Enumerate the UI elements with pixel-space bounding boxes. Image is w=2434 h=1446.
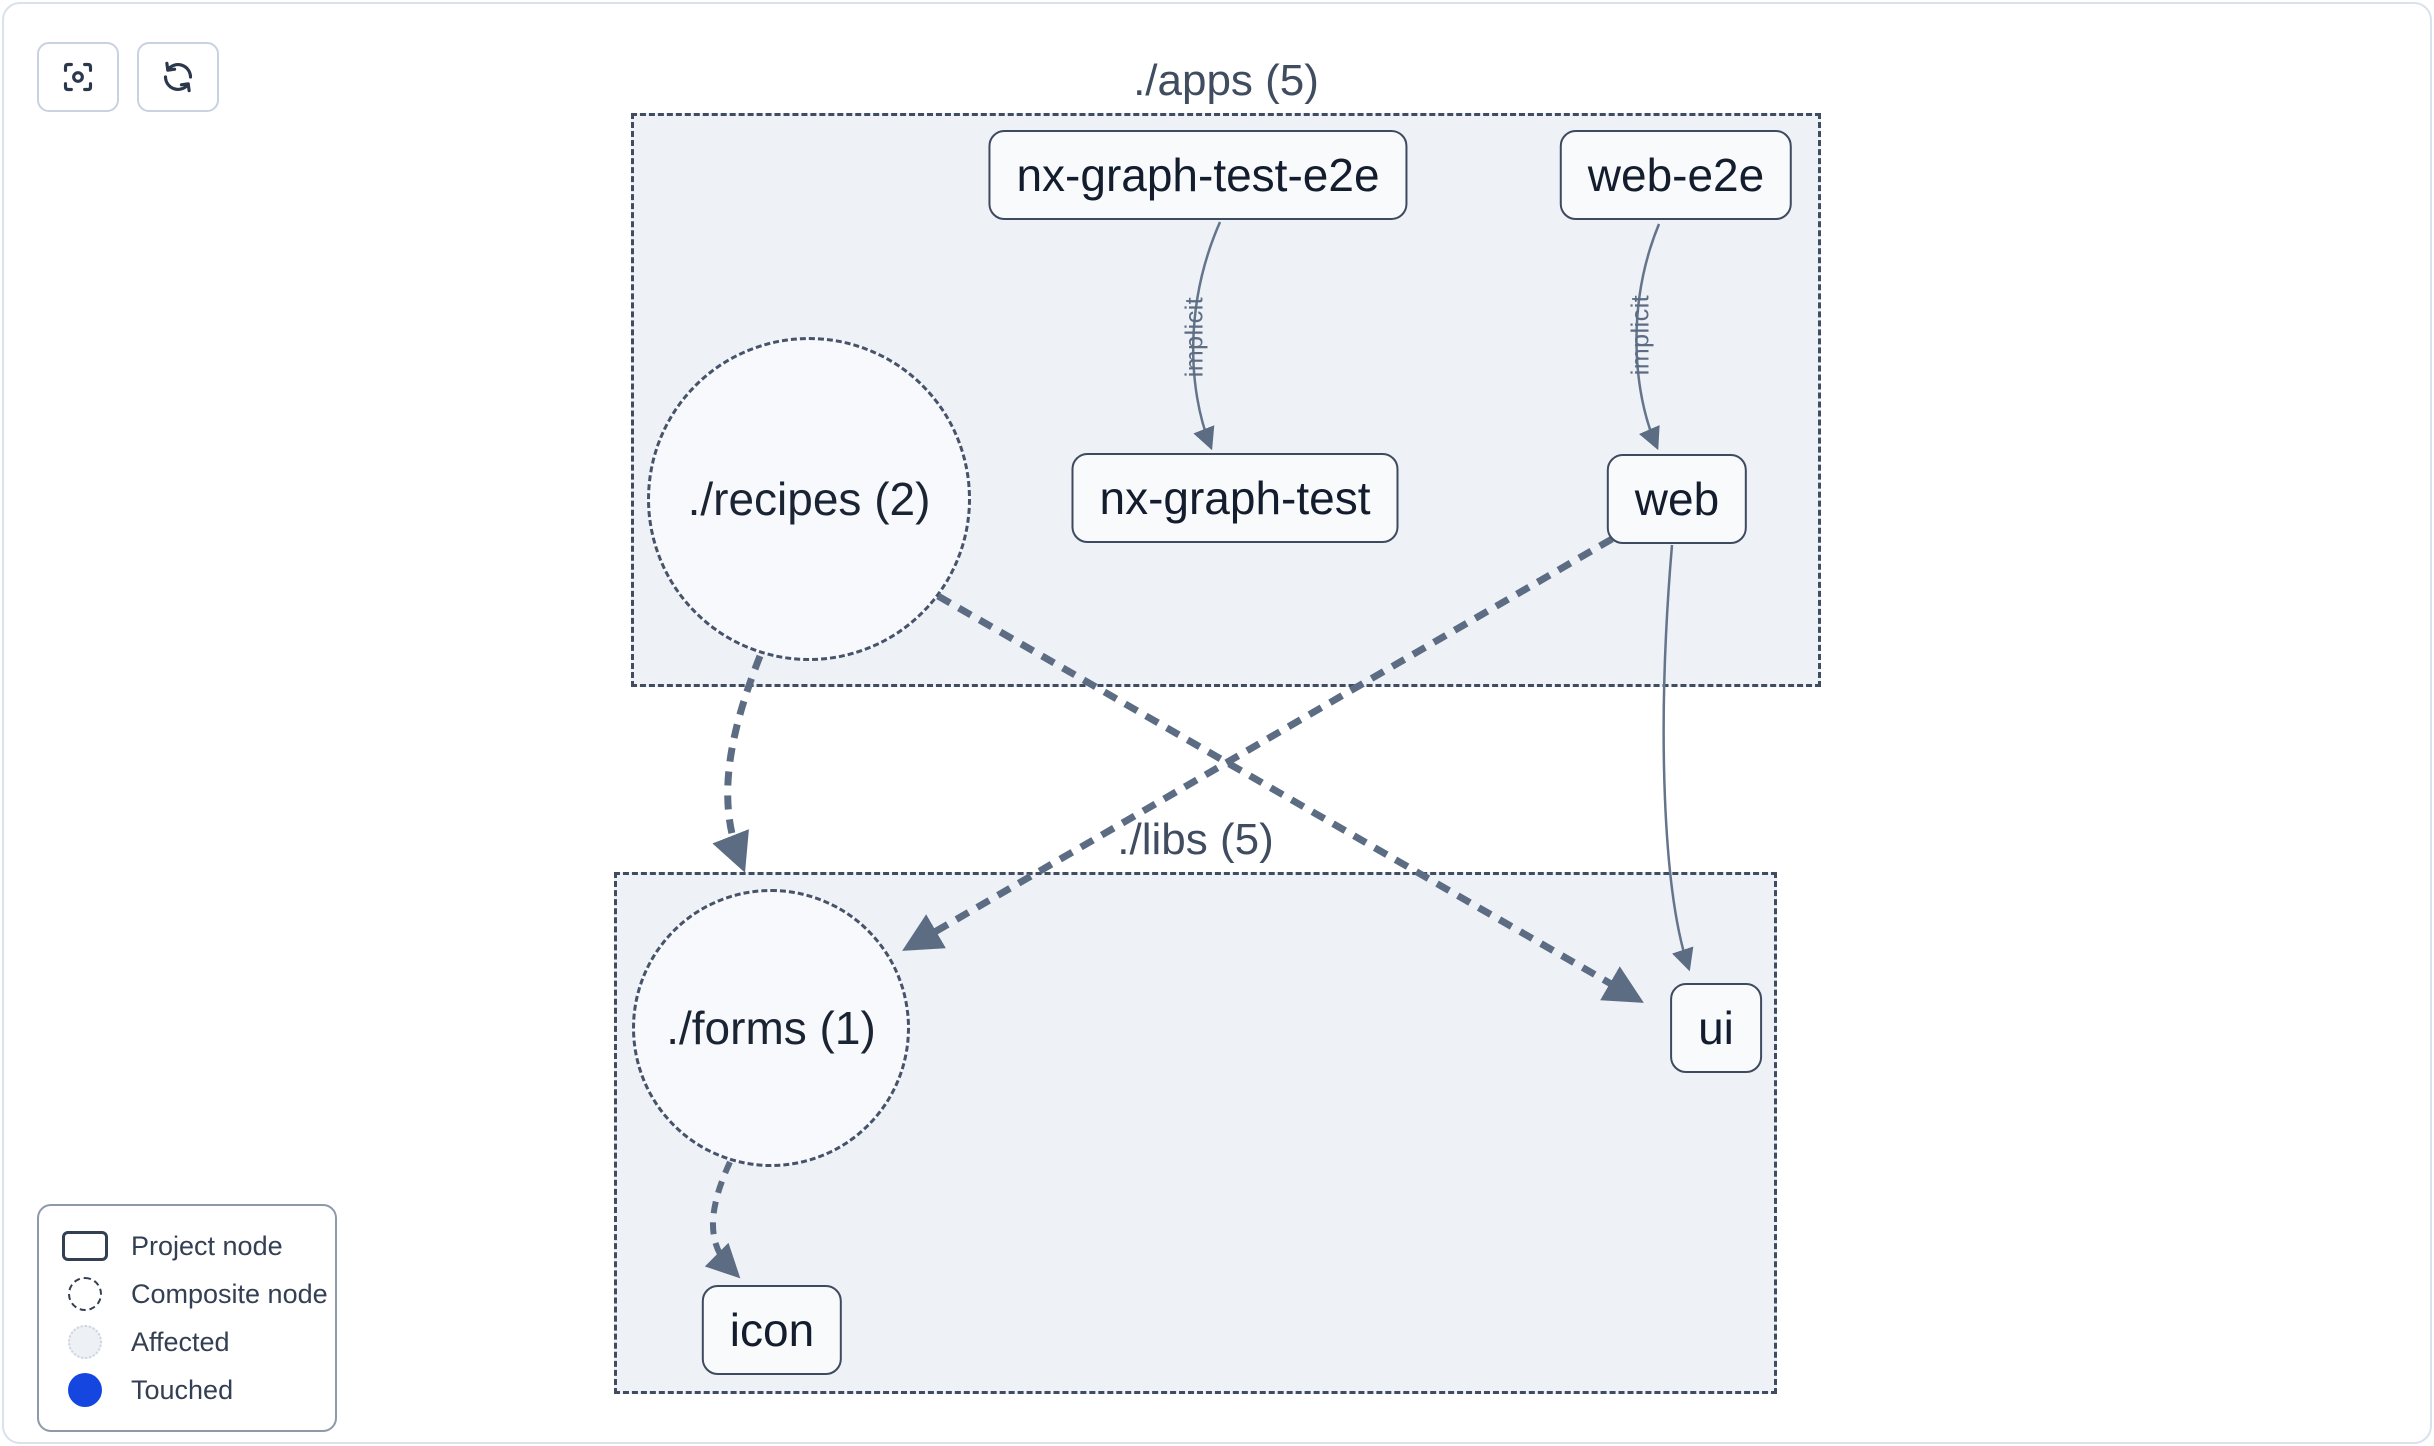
edge-recipes-to-ui[interactable]	[936, 592, 1644, 1003]
legend-item-composite-node: Composite node	[39, 1270, 335, 1318]
edge-forms-to-icon[interactable]	[704, 1160, 741, 1279]
edge-label-implicit-1: implicit	[1180, 296, 1209, 378]
project-node-nx-graph-test-e2e-label: nx-graph-test-e2e	[1016, 149, 1380, 201]
composite-node-forms-label: ./forms (1)	[666, 1002, 876, 1054]
edges-layer	[704, 221, 1694, 1279]
group-apps-title: ./apps (5)	[1133, 56, 1319, 105]
legend-panel: Project node Composite node Affected Tou…	[37, 1204, 337, 1432]
group-libs-title: ./libs (5)	[1117, 815, 1274, 864]
edge-web-to-forms[interactable]	[902, 535, 1614, 951]
legend-label-project-node: Project node	[131, 1230, 283, 1261]
refresh-graph-button[interactable]	[137, 42, 219, 112]
project-node-legend-icon	[62, 1231, 108, 1261]
edge-recipes-to-forms[interactable]	[712, 654, 764, 873]
center-graph-button[interactable]	[37, 42, 119, 112]
project-node-nx-graph-test-e2e[interactable]: nx-graph-test-e2e	[988, 130, 1408, 220]
affected-legend-icon	[68, 1325, 102, 1359]
project-node-ui-label: ui	[1698, 1002, 1734, 1054]
edge-nx-graph-test-e2e-to-nx-graph-test[interactable]	[1192, 221, 1222, 451]
project-node-web-e2e-label: web-e2e	[1587, 149, 1765, 201]
composite-node-forms[interactable]: ./forms (1)	[632, 889, 910, 1167]
edge-web-to-ui[interactable]	[1662, 544, 1694, 972]
composite-node-recipes[interactable]: ./recipes (2)	[647, 337, 971, 661]
legend-label-composite-node: Composite node	[131, 1278, 328, 1309]
touched-legend-icon	[68, 1373, 102, 1407]
legend-item-touched: Touched	[39, 1366, 335, 1414]
edge-web-e2e-to-web[interactable]	[1635, 223, 1661, 451]
legend-label-affected: Affected	[131, 1326, 230, 1357]
composite-node-recipes-label: ./recipes (2)	[687, 473, 931, 525]
edge-label-implicit-2: implicit	[1626, 294, 1655, 376]
project-node-nx-graph-test-label: nx-graph-test	[1099, 472, 1371, 524]
composite-node-legend-icon	[68, 1277, 102, 1311]
legend-label-touched: Touched	[131, 1374, 234, 1405]
project-node-ui[interactable]: ui	[1670, 983, 1762, 1073]
focus-center-icon	[58, 57, 98, 97]
project-node-web-label: web	[1634, 473, 1720, 525]
project-node-icon-label: icon	[729, 1304, 815, 1356]
legend-item-affected: Affected	[39, 1318, 335, 1366]
project-node-web[interactable]: web	[1606, 454, 1748, 544]
project-node-nx-graph-test[interactable]: nx-graph-test	[1071, 453, 1399, 543]
refresh-icon	[158, 57, 198, 97]
legend-item-project-node: Project node	[39, 1222, 335, 1270]
project-node-icon[interactable]: icon	[701, 1285, 843, 1375]
project-node-web-e2e[interactable]: web-e2e	[1559, 130, 1793, 220]
